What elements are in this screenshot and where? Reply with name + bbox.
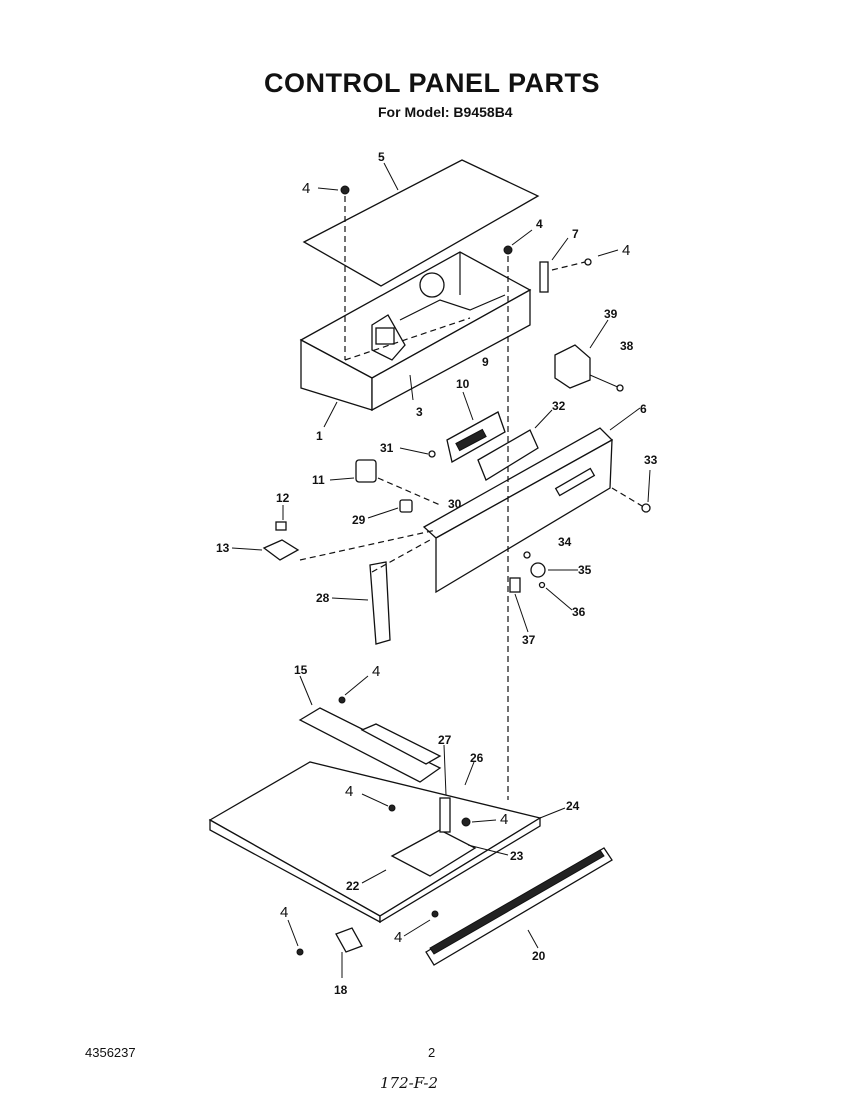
callout-4e: 4 bbox=[345, 783, 353, 800]
callout-22: 22 bbox=[346, 879, 360, 893]
callout-39: 39 bbox=[604, 307, 618, 321]
part-34-37-hardware bbox=[509, 551, 578, 633]
handwritten-note: 172-F-2 bbox=[380, 1074, 439, 1092]
part-39-switch bbox=[554, 319, 621, 389]
part-4-screws bbox=[287, 185, 651, 956]
part-6-control-panel bbox=[422, 407, 641, 594]
callout-4d: 4 bbox=[372, 663, 380, 680]
callout-23: 23 bbox=[510, 849, 524, 863]
callout-11: 11 bbox=[312, 473, 325, 487]
callout-28: 28 bbox=[316, 591, 330, 605]
model-subtitle: For Model: B9458B4 bbox=[378, 104, 513, 120]
callout-15: 15 bbox=[294, 663, 308, 677]
document-number: 4356237 bbox=[85, 1045, 136, 1060]
callout-4c: 4 bbox=[622, 242, 630, 259]
part-29-knob bbox=[367, 499, 413, 519]
callout-3: 3 bbox=[416, 405, 423, 419]
callout-4a: 4 bbox=[302, 180, 310, 197]
callout-labels: 5 4 4 7 4 9 39 38 3 1 10 32 6 31 33 11 3… bbox=[216, 150, 658, 997]
callout-12: 12 bbox=[276, 491, 290, 505]
part-7-bracket bbox=[539, 237, 586, 293]
part-11-switch bbox=[329, 459, 441, 506]
page-number: 2 bbox=[428, 1045, 436, 1060]
part-12-13-clip bbox=[231, 505, 300, 561]
part-28-side-trim bbox=[331, 561, 391, 645]
callout-10: 10 bbox=[456, 377, 470, 391]
part-24-base-plate bbox=[208, 761, 566, 924]
callout-34: 34 bbox=[558, 535, 572, 549]
part-10-display-module bbox=[446, 391, 506, 463]
part-15-rail bbox=[298, 675, 442, 783]
callout-9: 9 bbox=[482, 355, 489, 369]
callout-30: 30 bbox=[448, 497, 462, 511]
callout-4b: 4 bbox=[536, 217, 543, 231]
callout-7: 7 bbox=[572, 227, 579, 241]
callout-38: 38 bbox=[620, 339, 634, 353]
callout-4g: 4 bbox=[280, 904, 288, 921]
part-18-clip bbox=[335, 927, 363, 978]
callout-33: 33 bbox=[644, 453, 658, 467]
callout-4f: 4 bbox=[500, 811, 508, 828]
part-3-bracket bbox=[371, 314, 414, 401]
callout-20: 20 bbox=[532, 949, 546, 963]
callout-32: 32 bbox=[552, 399, 566, 413]
callout-31: 31 bbox=[380, 441, 394, 455]
part-22-27-brackets bbox=[361, 744, 509, 884]
callout-5: 5 bbox=[378, 150, 385, 164]
callout-29: 29 bbox=[352, 513, 366, 527]
callout-36: 36 bbox=[572, 605, 586, 619]
callout-26: 26 bbox=[470, 751, 484, 765]
callout-27: 27 bbox=[438, 733, 452, 747]
part-1-control-housing bbox=[299, 251, 532, 428]
part-5-cover-plate bbox=[302, 159, 540, 287]
part-32-bracket bbox=[477, 409, 553, 481]
part-20-front-trim bbox=[425, 847, 613, 966]
callout-13: 13 bbox=[216, 541, 230, 555]
callout-37: 37 bbox=[522, 633, 536, 647]
callout-1: 1 bbox=[316, 429, 323, 443]
callout-35: 35 bbox=[578, 563, 592, 577]
callout-24: 24 bbox=[566, 799, 580, 813]
callout-4h: 4 bbox=[394, 929, 402, 946]
page-title: CONTROL PANEL PARTS bbox=[263, 68, 601, 98]
callout-18: 18 bbox=[334, 983, 348, 997]
callout-6: 6 bbox=[640, 402, 647, 416]
